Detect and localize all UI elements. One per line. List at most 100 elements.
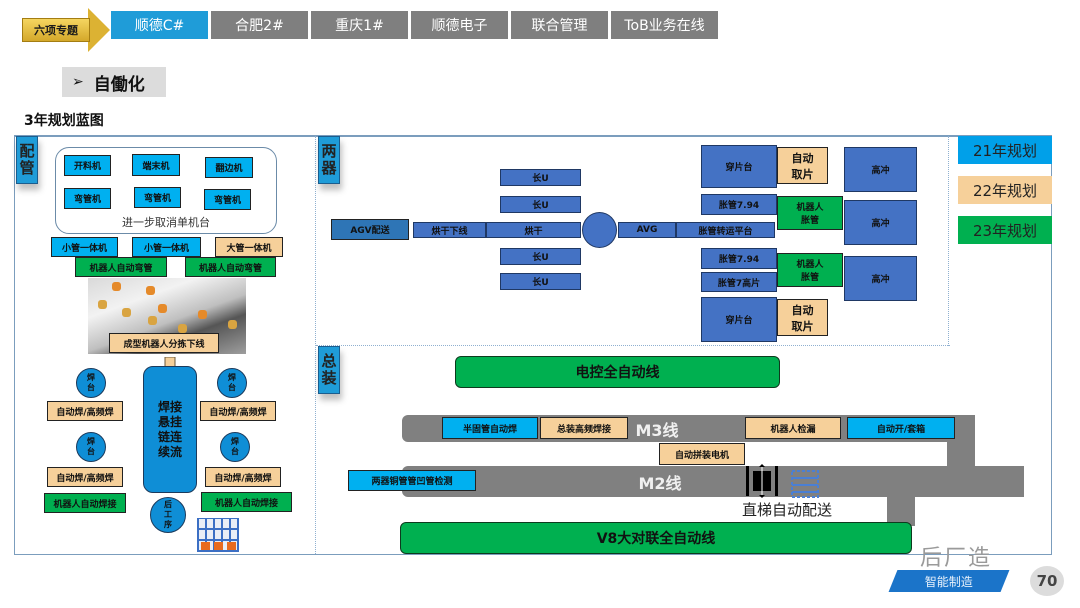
fin-station: 穿片台 — [701, 145, 777, 188]
press: 高冲 — [844, 256, 917, 301]
circle-text: 台 — [87, 447, 95, 456]
divider — [316, 345, 950, 346]
shelf-icon — [791, 470, 819, 498]
post-process: 后 工 序 — [150, 497, 186, 533]
fin-station: 穿片台 — [701, 297, 777, 342]
tab-hefei-2[interactable]: 合肥2# — [211, 11, 308, 39]
arrow-head-icon — [88, 8, 110, 52]
auto-weld: 自动焊/高频焊 — [47, 467, 123, 487]
integrated-small-2: 小管一体机 — [132, 237, 201, 257]
legend-2021: 21年规划 — [958, 136, 1052, 164]
robot-weld: 机器人自动焊接 — [201, 492, 292, 512]
section-label-piping: 配 管 — [16, 136, 38, 184]
circle-text: 焊 — [87, 373, 95, 382]
circle-text: 台 — [228, 383, 236, 392]
conveyor-text: 链连 — [157, 429, 182, 444]
footer-tag: 智能制造 — [888, 570, 1010, 592]
auto-fin-pick: 自动 取片 — [777, 299, 828, 336]
weld-station: 焊 台 — [76, 432, 106, 462]
robot-inspect: 机器人检漏 — [745, 417, 841, 439]
circle-text: 焊 — [231, 437, 239, 446]
press: 高冲 — [844, 200, 917, 245]
m3-label: M3线 — [635, 420, 679, 440]
conveyor-text: 续流 — [157, 444, 182, 459]
box-text: 自动 — [791, 151, 814, 165]
auto-motor: 自动拼装电机 — [659, 443, 745, 465]
auto-box: 自动开/套箱 — [847, 417, 955, 439]
press: 高冲 — [844, 147, 917, 192]
expand-794: 胀管7.94 — [701, 194, 777, 215]
circle-text: 焊 — [87, 437, 95, 446]
tab-shunde-c[interactable]: 顺德C# — [111, 11, 208, 39]
box-text: 胀管 — [800, 273, 819, 283]
m2-label: M2线 — [638, 473, 682, 493]
expand-794: 胀管7.94 — [701, 248, 777, 269]
machine-bending: 弯管机 — [204, 189, 251, 210]
auto-weld: 自动焊/高频焊 — [200, 401, 276, 421]
tab-tob-online[interactable]: ToB业务在线 — [611, 11, 718, 39]
machine-cutting: 开料机 — [64, 155, 111, 176]
topics-badge: 六项专题 — [22, 8, 112, 52]
hf-weld: 总装高频焊接 — [540, 417, 628, 439]
long-u: 长U — [500, 248, 581, 265]
m2-lane-connector — [887, 496, 915, 526]
ecu-auto-line: 电控全自动线 — [455, 356, 780, 388]
footer-tag-label: 智能制造 — [924, 574, 973, 589]
blueprint-frame — [14, 135, 1052, 555]
half-weld: 半固管自动焊 — [442, 417, 538, 439]
integrated-small-1: 小管一体机 — [51, 237, 118, 257]
v8-auto-line: V8大对联全自动线 — [400, 522, 912, 554]
conveyor-text: 焊接 — [157, 399, 182, 414]
tab-shunde-electronics[interactable]: 顺德电子 — [411, 11, 508, 39]
circle-text: 序 — [164, 520, 172, 529]
weld-station: 焊 台 — [217, 368, 247, 398]
circle-text: 焊 — [228, 373, 236, 382]
transfer-hub — [582, 212, 617, 248]
divider — [948, 136, 949, 346]
circle-text: 台 — [231, 447, 239, 456]
elevator-icon — [746, 464, 778, 498]
box-text: 胀管 — [800, 216, 819, 226]
elevator-delivery-label: 直梯自动配送 — [742, 501, 833, 519]
section-header: ➢ 自働化 — [62, 67, 166, 97]
long-u: 长U — [500, 169, 581, 186]
storage-rack-icon — [197, 518, 239, 552]
integrated-large: 大管一体机 — [215, 237, 283, 257]
robot-weld: 机器人自动焊接 — [44, 493, 126, 513]
section-label-assembly: 总 装 — [318, 346, 340, 394]
avg-label: AVG — [618, 222, 676, 238]
robot-expand: 机器人 胀管 — [777, 253, 843, 287]
agv-delivery: AGV配送 — [331, 219, 409, 240]
circle-text: 后 — [164, 500, 172, 509]
machine-end: 端末机 — [132, 154, 180, 176]
tab-chongqing-1[interactable]: 重庆1# — [311, 11, 408, 39]
box-text: 取片 — [791, 167, 814, 181]
robot-bending-1: 机器人自动弯管 — [75, 257, 167, 277]
long-u: 长U — [500, 273, 581, 290]
m2-lane — [402, 466, 1024, 497]
box-text: 自动 — [791, 303, 814, 317]
weld-station: 焊 台 — [220, 432, 250, 462]
divider — [315, 136, 316, 554]
weld-conveyor: 焊接 悬挂 链连 续流 — [143, 366, 197, 493]
circle-text: 工 — [164, 510, 172, 519]
machine-bending: 弯管机 — [134, 187, 181, 208]
chevron-right-icon: ➢ — [72, 74, 84, 90]
robot-expand: 机器人 胀管 — [777, 196, 843, 230]
section-title: 自働化 — [93, 74, 145, 95]
label-char: 器 — [321, 159, 337, 177]
topics-badge-label: 六项专题 — [22, 18, 90, 42]
dry-offline: 烘干下线 — [413, 222, 486, 238]
auto-weld: 自动焊/高频焊 — [47, 401, 123, 421]
drying: 烘干 — [486, 222, 581, 238]
machine-bending: 弯管机 — [64, 188, 111, 209]
weld-station: 焊 台 — [76, 368, 106, 398]
page-number: 70 — [1030, 566, 1064, 596]
long-u: 长U — [500, 196, 581, 213]
expand-7: 胀管7高片 — [701, 272, 777, 292]
machine-flange: 翻边机 — [205, 157, 253, 178]
leak-check: 两器铜管管凹管检测 — [348, 470, 476, 491]
group-caption: 进一步取消单机台 — [122, 216, 210, 229]
tab-joint-management[interactable]: 联合管理 — [511, 11, 608, 39]
box-text: 机器人 — [796, 260, 824, 270]
